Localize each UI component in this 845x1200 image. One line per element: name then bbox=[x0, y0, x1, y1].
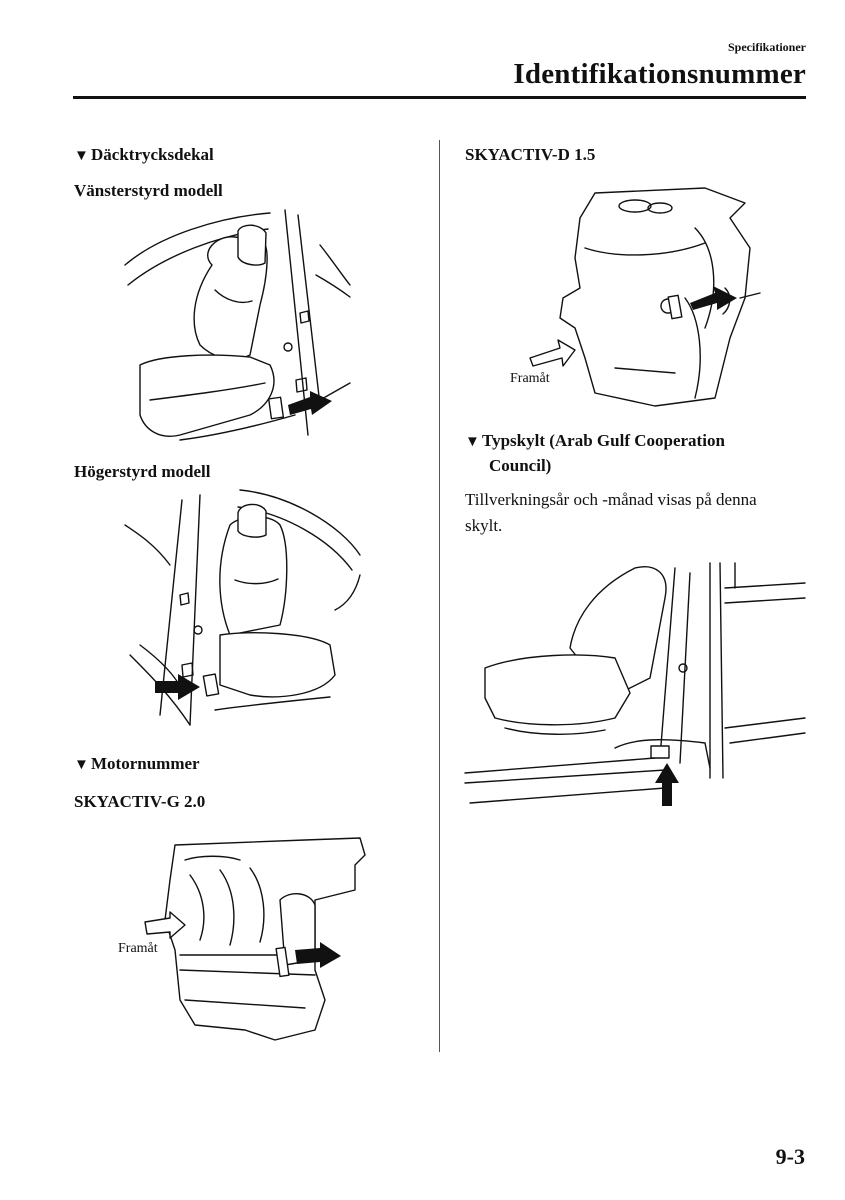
column-divider bbox=[439, 140, 440, 1052]
skyactiv-g-engine-illustration bbox=[144, 837, 366, 1041]
page-number: 9-3 bbox=[775, 1144, 805, 1169]
engine-number-heading: ▼Motornummer bbox=[74, 754, 200, 773]
type-plate-seat-pillar-illustration bbox=[464, 562, 806, 806]
section-label: Specifikationer bbox=[728, 40, 806, 54]
type-plate-description: Tillverkningsår och -månad visas på denn… bbox=[465, 490, 757, 535]
skyactiv-d-label: SKYACTIV-D 1.5 bbox=[465, 145, 596, 164]
down-triangle-icon: ▼ bbox=[74, 757, 89, 773]
title-divider bbox=[73, 96, 806, 99]
lhd-model-label: Vänsterstyrd modell bbox=[74, 181, 223, 200]
down-triangle-icon: ▼ bbox=[465, 434, 480, 450]
lhd-door-pillar-illustration bbox=[124, 209, 351, 441]
rhd-door-pillar-illustration bbox=[124, 489, 361, 726]
forward-caption-g: Framåt bbox=[118, 941, 158, 956]
skyactiv-d-engine-illustration bbox=[529, 187, 761, 407]
page-title: Identifikationsnummer bbox=[513, 58, 806, 90]
skyactiv-g-label: SKYACTIV-G 2.0 bbox=[74, 792, 206, 811]
forward-caption-d: Framåt bbox=[510, 371, 550, 386]
rhd-model-label: Högerstyrd modell bbox=[74, 462, 211, 481]
tire-label-heading: ▼Däcktrycksdekal bbox=[74, 145, 214, 164]
down-triangle-icon: ▼ bbox=[74, 148, 89, 164]
type-plate-heading: ▼Typskylt (Arab Gulf Cooperation Council… bbox=[465, 431, 725, 475]
